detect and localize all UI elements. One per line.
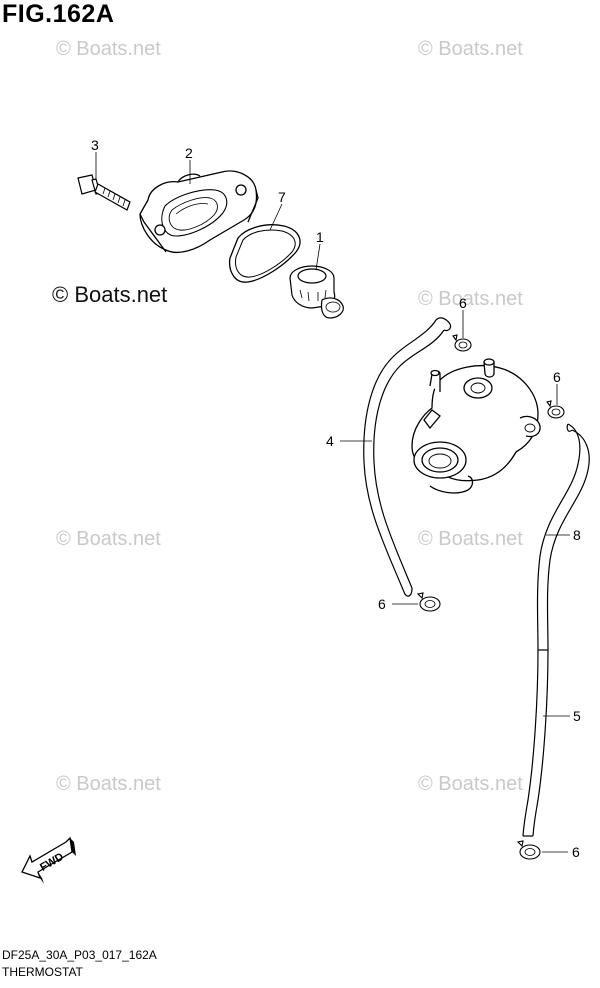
part-7-gasket[interactable]: [228, 224, 301, 283]
callout-6: 6: [378, 596, 386, 612]
watermark: © Boats.net: [56, 528, 161, 550]
watermark: © Boats.net: [418, 773, 523, 795]
callout-4: 4: [326, 433, 334, 449]
callout-3: 3: [91, 137, 99, 153]
part-6-clamp[interactable]: [452, 334, 472, 352]
watermark: © Boats.net: [56, 38, 161, 60]
callout-6: 6: [553, 369, 561, 385]
callout-8: 8: [573, 527, 581, 543]
part-8-hose[interactable]: [536, 423, 590, 651]
part-2-thermostat-cover[interactable]: [139, 170, 259, 254]
part-4-hose[interactable]: [363, 317, 452, 597]
figure-title: FIG.162A: [2, 0, 115, 28]
fwd-arrow-icon: FWD: [21, 836, 76, 884]
watermark-primary: © Boats.net: [52, 282, 168, 307]
watermark: © Boats.net: [418, 528, 523, 550]
part-3-bolt[interactable]: [77, 174, 131, 211]
part-6-clamp[interactable]: [416, 592, 441, 612]
part-5-hose[interactable]: [522, 649, 549, 837]
callout-6: 6: [459, 295, 467, 311]
part-1-thermostat[interactable]: [289, 265, 344, 319]
callout-5: 5: [573, 708, 581, 724]
callout-2: 2: [185, 145, 193, 161]
part-6-clamp[interactable]: [516, 840, 541, 860]
watermark: © Boats.net: [418, 288, 523, 310]
callout-6: 6: [572, 844, 580, 860]
fwd-label: FWD: [38, 851, 66, 874]
callout-7: 7: [278, 189, 286, 205]
leader-lines: [95, 152, 570, 853]
thermostat-housing: [411, 358, 541, 494]
callout-1: 1: [316, 229, 324, 245]
watermark: © Boats.net: [418, 38, 523, 60]
watermark: © Boats.net: [56, 773, 161, 795]
figure-code: DF25A_30A_P03_017_162A: [2, 948, 157, 962]
figure-name: THERMOSTAT: [2, 965, 83, 979]
part-6-clamp[interactable]: [546, 400, 565, 419]
